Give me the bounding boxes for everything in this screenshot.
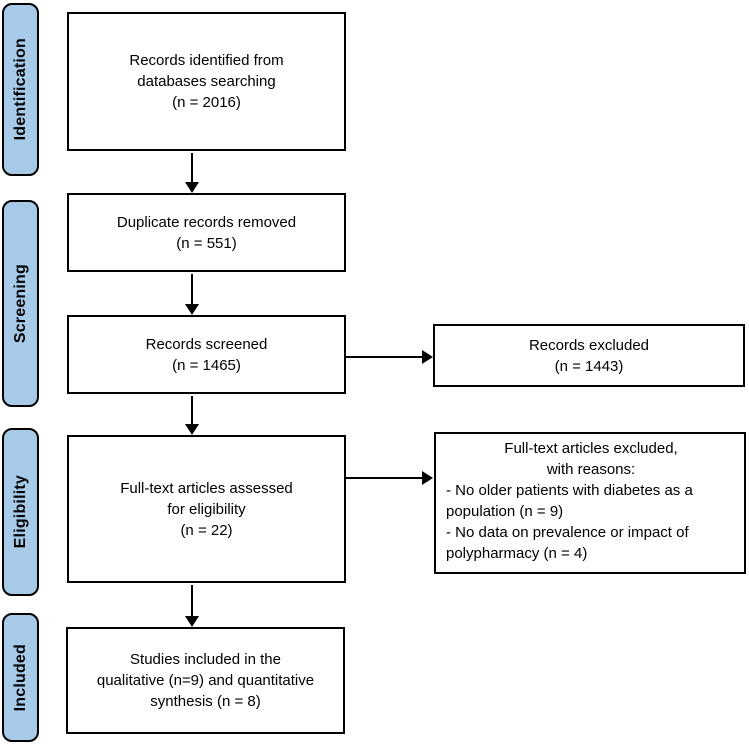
stage-label-screening-text: Screening xyxy=(11,263,29,344)
box-studies-included: Studies included in the qualitative (n=9… xyxy=(66,627,345,734)
arrow-screened-to-fulltext-line xyxy=(191,396,193,425)
stage-label-identification: Identification xyxy=(2,3,39,176)
stage-label-included: Included xyxy=(2,613,39,742)
stage-label-identification-text: Identification xyxy=(11,38,29,141)
box-fulltext-excluded: Full-text articles excluded, with reason… xyxy=(434,432,746,574)
arrow-screened-to-excluded-head-icon xyxy=(422,350,433,364)
box-records-screened: Records screened (n = 1465) xyxy=(67,315,346,394)
stage-label-eligibility: Eligibility xyxy=(2,428,39,596)
arrow-fulltext-to-included-head-icon xyxy=(185,616,199,627)
stage-label-included-text: Included xyxy=(11,643,29,712)
arrow-identified-to-duplicates-line xyxy=(191,153,193,183)
stage-label-eligibility-text: Eligibility xyxy=(11,475,29,549)
stage-label-screening: Screening xyxy=(2,200,39,407)
arrow-fulltext-to-included-line xyxy=(191,585,193,617)
arrow-identified-to-duplicates-head-icon xyxy=(185,182,199,193)
box-records-excluded: Records excluded (n = 1443) xyxy=(433,324,745,387)
arrow-screened-to-fulltext-head-icon xyxy=(185,424,199,435)
box-fulltext-excluded-header: Full-text articles excluded, with reason… xyxy=(504,440,678,478)
box-duplicate-records-removed: Duplicate records removed (n = 551) xyxy=(67,193,346,272)
arrow-fulltext-to-excluded-head-icon xyxy=(422,471,433,485)
box-fulltext-excluded-reasons: - No older patients with diabetes as a p… xyxy=(446,482,693,562)
box-fulltext-assessed: Full-text articles assessed for eligibil… xyxy=(67,435,346,583)
arrow-screened-to-excluded-line xyxy=(346,356,422,358)
arrow-duplicates-to-screened-line xyxy=(191,274,193,305)
box-records-identified: Records identified from databases search… xyxy=(67,12,346,151)
arrow-fulltext-to-excluded-line xyxy=(346,477,422,479)
arrow-duplicates-to-screened-head-icon xyxy=(185,304,199,315)
